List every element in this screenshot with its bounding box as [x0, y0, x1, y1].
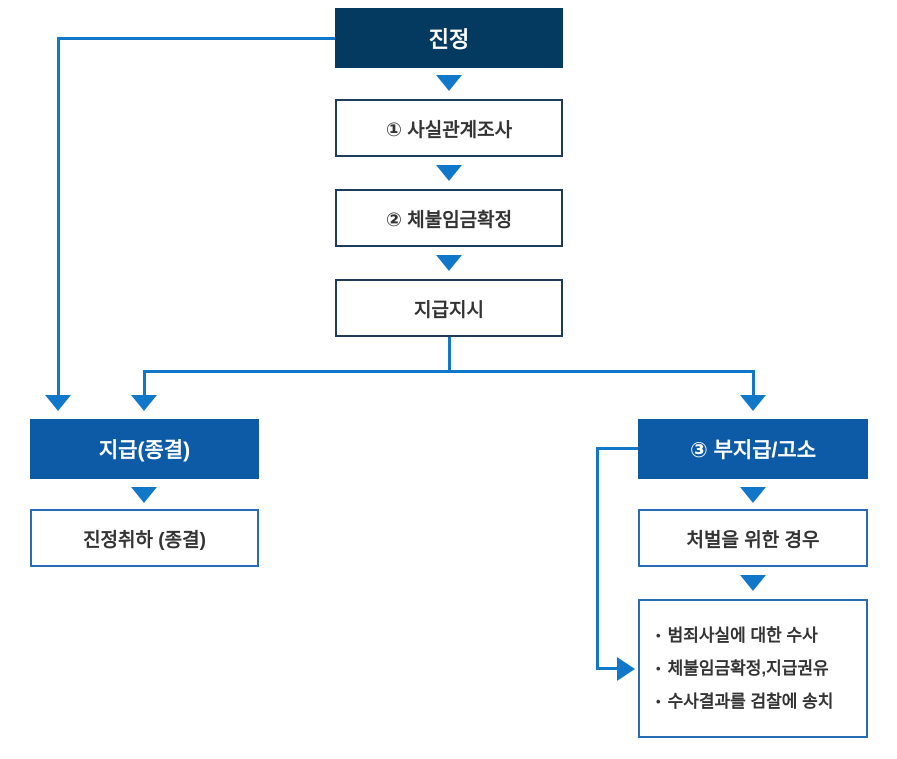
node-step1-label: ① 사실관계조사	[385, 119, 513, 141]
detail-item-text: 체불임금확정,지급권유	[667, 659, 829, 678]
node-withdrawal-closed-label: 진정취하 (종결)	[83, 529, 206, 551]
connector-petition-left-vertical	[57, 37, 60, 396]
bullet-icon: •	[656, 694, 661, 709]
connector-side-top-horizontal	[596, 447, 638, 450]
node-punishment-case: 처벌을 위한 경우	[638, 509, 868, 567]
arrowhead-nonpayment-to-punishment	[740, 487, 766, 503]
node-investigation-details: • 범죄사실에 대한 수사 • 체불임금확정,지급권유 • 수사결과를 검찰에 …	[638, 599, 868, 738]
node-petition: 진정	[335, 8, 563, 68]
bullet-icon: •	[656, 628, 661, 643]
arrowhead-step1-to-step2	[436, 165, 462, 181]
arrowhead-petition-to-step1	[436, 75, 462, 91]
arrowhead-step2-to-step3	[436, 255, 462, 271]
arrowhead-payment-to-withdrawal	[131, 487, 157, 503]
detail-item: • 범죄사실에 대한 수사	[656, 619, 818, 652]
arrowhead-petition-to-payment	[45, 395, 71, 411]
connector-split-left-vertical	[143, 370, 146, 396]
node-step2-wage-confirmation: ② 체불임금확정	[335, 189, 563, 247]
connector-step3-stem	[448, 337, 451, 373]
node-petition-label: 진정	[428, 27, 470, 52]
node-nonpayment-accusation-label: ③ 부지급/고소	[689, 439, 817, 462]
connector-side-bottom-horizontal	[596, 667, 620, 670]
connector-split-right-vertical	[752, 370, 755, 396]
detail-item: • 체불임금확정,지급권유	[656, 652, 829, 685]
arrowhead-split-to-nonpayment	[740, 395, 766, 411]
bullet-icon: •	[656, 661, 661, 676]
arrowhead-split-to-payment	[131, 395, 157, 411]
node-nonpayment-accusation: ③ 부지급/고소	[638, 419, 868, 479]
node-step1-fact-check: ① 사실관계조사	[335, 99, 563, 157]
node-step2-label: ② 체불임금확정	[385, 209, 513, 231]
detail-item-text: 수사결과를 검찰에 송치	[667, 692, 834, 711]
node-payment-closed: 지급(종결)	[30, 419, 259, 479]
node-step3-label: 지급지시	[414, 299, 484, 321]
arrowhead-punishment-to-details	[740, 575, 766, 591]
node-punishment-case-label: 처벌을 위한 경우	[686, 529, 820, 551]
connector-petition-left-horizontal	[57, 37, 335, 40]
arrowhead-side-to-details	[617, 657, 635, 681]
node-payment-closed-label: 지급(종결)	[98, 439, 191, 462]
detail-item-text: 범죄사실에 대한 수사	[667, 626, 818, 645]
connector-split-horizontal	[143, 370, 755, 373]
node-withdrawal-closed: 진정취하 (종결)	[30, 509, 259, 567]
node-step3-payment-order: 지급지시	[335, 279, 563, 337]
detail-item: • 수사결과를 검찰에 송치	[656, 685, 833, 718]
connector-side-vertical	[596, 447, 599, 669]
